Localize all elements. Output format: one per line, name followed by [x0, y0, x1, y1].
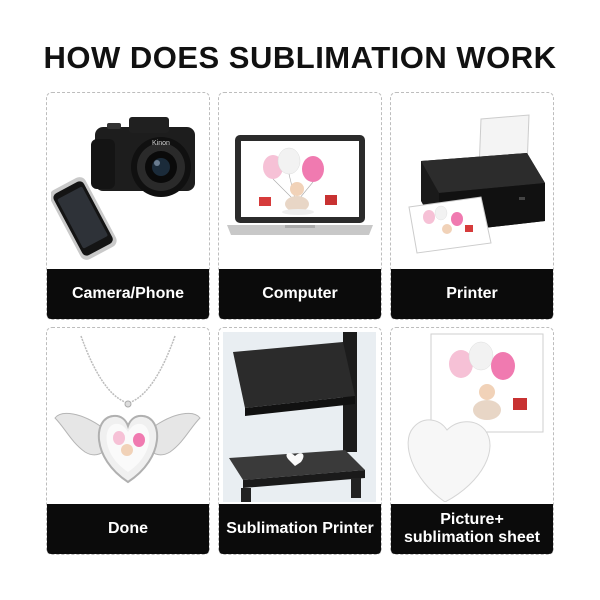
step-label: Camera/Phone: [47, 269, 209, 319]
step-card-camera-phone: Kinon Camera/Phone: [46, 92, 210, 320]
step-card-picture-sheet: Picture+ sublimation sheet: [390, 327, 554, 555]
photo-sheet-icon: [395, 332, 548, 502]
step-label: Sublimation Printer: [219, 504, 381, 554]
heat-press-icon: [223, 332, 376, 502]
step-label: Picture+ sublimation sheet: [391, 504, 553, 554]
step-card-sublimation-printer: Sublimation Printer: [218, 327, 382, 555]
camera-brand-text: Kinon: [152, 140, 170, 147]
laptop-icon: [223, 97, 376, 267]
heart-necklace-icon: [51, 332, 204, 502]
step-card-printer: Printer: [390, 92, 554, 320]
step-card-done: Done: [46, 327, 210, 555]
camera-phone-icon: Kinon: [51, 97, 204, 267]
printer-icon: [395, 97, 548, 267]
step-card-computer: Computer: [218, 92, 382, 320]
step-label: Printer: [391, 269, 553, 319]
page-title: HOW DOES SUBLIMATION WORK: [43, 40, 557, 75]
step-label: Done: [47, 504, 209, 554]
step-label: Computer: [219, 269, 381, 319]
